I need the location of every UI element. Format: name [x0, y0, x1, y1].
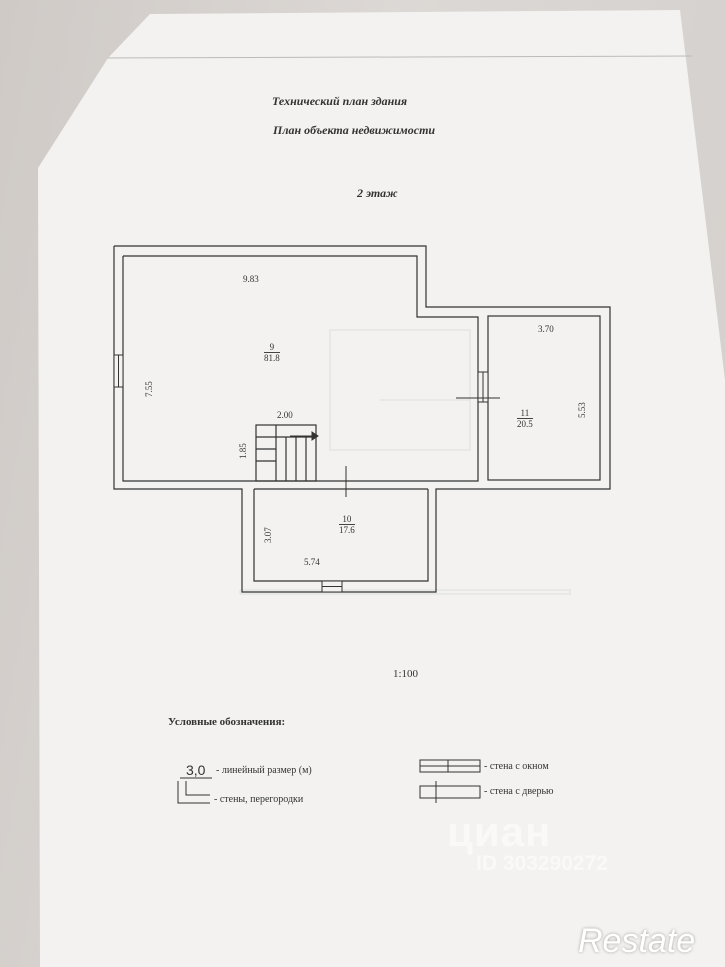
room-10-number: 10 — [339, 514, 355, 525]
legend-symbols — [177, 759, 481, 804]
document-subtitle: План объекта недвижимости — [273, 123, 436, 137]
dim-room9-width: 9.83 — [243, 274, 259, 284]
room-9-number: 9 — [264, 342, 280, 353]
room-9-label: 9 81.8 — [264, 342, 280, 363]
room-11-area: 20.5 — [517, 419, 533, 429]
dim-room11-width: 3.70 — [538, 324, 554, 334]
legend-door-desc: - стена с дверью — [484, 786, 554, 797]
show-through-lines — [239, 329, 571, 595]
dim-stair-height: 1.85 — [238, 443, 248, 459]
legend-title: Условные обозначения: — [168, 716, 286, 728]
stair-arrow — [290, 431, 319, 441]
dim-room10-height: 3.07 — [263, 527, 273, 543]
legend-dimension-desc: - линейный размер (м) — [216, 765, 312, 776]
legend-walls-desc: - стены, перегородки — [214, 794, 304, 805]
paper-fold-line — [107, 55, 693, 59]
window-symbols — [113, 354, 489, 593]
legend-window-desc: - стена с окном — [484, 761, 549, 772]
dim-stair-width: 2.00 — [277, 410, 293, 420]
room-10-label: 10 17.6 — [339, 514, 355, 535]
dim-room9-height: 7.55 — [144, 381, 154, 397]
scale-label: 1:100 — [393, 668, 419, 680]
legend-dimension-sample: 3,0 — [186, 762, 206, 778]
restate-brand-logo: Restate — [578, 922, 696, 960]
dim-room11-height: 5.53 — [577, 402, 587, 418]
room-11-number: 11 — [517, 408, 533, 419]
door-symbols — [336, 397, 500, 497]
document-title: Технический план здания — [272, 94, 408, 108]
cian-watermark-logo: циан — [447, 808, 552, 855]
room-11-label: 11 20.5 — [517, 408, 533, 429]
dim-room10-width: 5.74 — [304, 557, 320, 567]
room-9-area: 81.8 — [264, 353, 280, 363]
room-10-area: 17.6 — [339, 525, 355, 535]
floor-label: 2 этаж — [357, 186, 398, 200]
cian-watermark-id: ID 303290272 — [476, 852, 608, 875]
